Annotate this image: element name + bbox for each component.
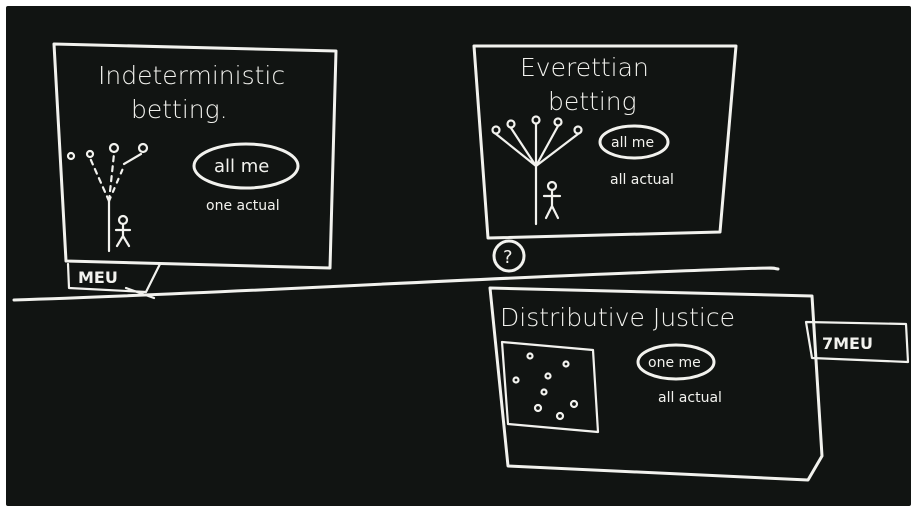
note-text: one actual [206,198,280,214]
panel-indeterministic: Indeterministic betting. all me one actu… [52,42,338,270]
meu-label: MEU [78,268,118,287]
divider-line [12,266,780,302]
branching-tree-icon [491,115,583,226]
question-mark: ? [503,247,513,268]
stick-figure-icon [542,180,562,220]
note-text: all actual [610,172,674,188]
chalkboard: Indeterministic betting. all me one actu… [6,6,911,506]
panel-title-line2: betting [548,87,637,116]
circled-text: one me [648,355,701,371]
meu-tag: MEU [66,262,162,300]
panel-title: Distributive Justice [500,303,735,332]
branching-tree-icon [66,142,149,253]
circled-ellipse [192,142,300,190]
panel-frame [488,286,824,482]
question-circle: ? [492,239,526,273]
panel-title-line1: Indeterministic [98,61,285,90]
dotted-square-icon [500,340,600,434]
stick-figure-icon [114,214,132,248]
panel-title-line1: Everettian [520,53,649,82]
circled-ellipse [598,124,670,160]
circled-text: all me [214,156,269,177]
note-text: all actual [658,390,722,406]
not-meu-tag: 7MEU [804,320,910,364]
circled-ellipse [636,343,716,381]
not-meu-label: 7MEU [822,334,873,353]
circled-text: all me [611,135,654,151]
panel-distributive-justice: Distributive Justice one me all actual [488,286,824,482]
panel-title-line2: betting. [131,95,228,124]
panel-frame [52,42,338,270]
chalk-drawing: Indeterministic betting. all me one actu… [12,42,910,482]
panel-everettian: Everettian betting all me all actual [472,44,738,240]
panel-frame [472,44,738,240]
